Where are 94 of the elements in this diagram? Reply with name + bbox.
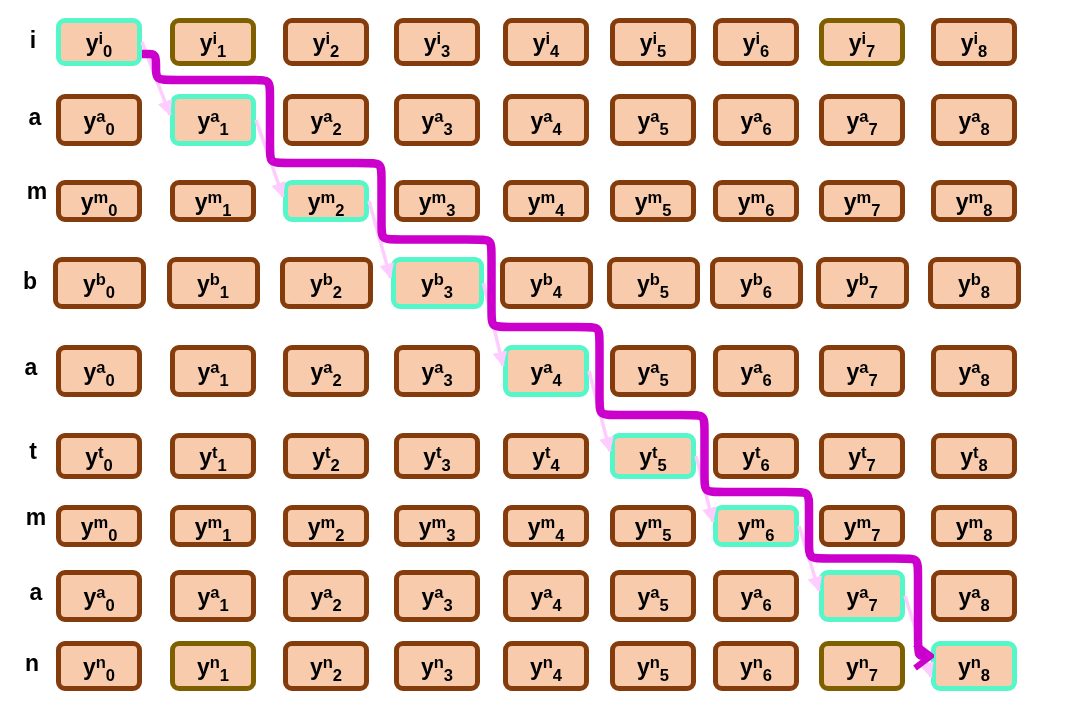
variable-box — [279, 257, 373, 309]
row-label: a — [24, 355, 38, 379]
variable-box — [56, 433, 142, 479]
variable-box — [713, 94, 799, 146]
arrow — [367, 200, 394, 279]
variable-box — [394, 570, 480, 622]
variable-box — [503, 570, 589, 622]
variable-box — [394, 505, 480, 547]
row-label: a — [29, 580, 43, 604]
variable-box — [931, 180, 1017, 222]
variable-box — [56, 18, 142, 66]
variable-box — [713, 433, 799, 479]
variable-box — [283, 505, 369, 547]
variable-box — [713, 345, 799, 397]
variable-box — [503, 180, 589, 222]
variable-box — [713, 641, 799, 691]
variable-box — [52, 257, 146, 309]
row-label: m — [25, 505, 47, 529]
variable-box — [170, 345, 256, 397]
variable-box — [283, 345, 369, 397]
variable-box — [283, 433, 369, 479]
variable-box — [709, 257, 803, 309]
row-label: m — [26, 179, 48, 203]
variable-box — [394, 94, 480, 146]
row-label: n — [24, 651, 40, 675]
variable-box — [503, 18, 589, 66]
variable-box — [610, 641, 696, 691]
variable-box — [170, 94, 256, 146]
variable-box — [610, 433, 696, 479]
variable-box — [927, 257, 1021, 309]
variable-box — [819, 18, 905, 66]
variable-box — [56, 94, 142, 146]
variable-box — [713, 570, 799, 622]
variable-box — [610, 505, 696, 547]
variable-box — [931, 345, 1017, 397]
variable-box — [166, 257, 260, 309]
variable-box — [394, 180, 480, 222]
variable-box — [931, 641, 1017, 691]
variable-box — [170, 180, 256, 222]
arrow — [797, 525, 822, 592]
variable-box — [170, 641, 256, 691]
row-label: b — [22, 269, 38, 293]
variable-box — [606, 257, 700, 309]
variable-box — [713, 505, 799, 547]
variable-box — [170, 18, 256, 66]
variable-box — [170, 433, 256, 479]
variable-box — [610, 180, 696, 222]
variable-box — [503, 433, 589, 479]
arrow — [254, 119, 286, 198]
variable-box — [56, 180, 142, 222]
variable-box — [503, 345, 589, 397]
variable-box — [170, 570, 256, 622]
variable-box — [610, 18, 696, 66]
variable-box — [819, 433, 905, 479]
variable-box — [56, 570, 142, 622]
variable-box — [390, 257, 484, 309]
row-label: a — [28, 105, 42, 129]
variable-box — [931, 505, 1017, 547]
variable-box — [815, 257, 909, 309]
variable-box — [283, 180, 369, 222]
variable-box — [610, 345, 696, 397]
variable-box — [819, 345, 905, 397]
variable-box — [283, 641, 369, 691]
variable-box — [819, 641, 905, 691]
variable-box — [931, 94, 1017, 146]
variable-box — [283, 18, 369, 66]
variable-box — [283, 570, 369, 622]
row-label: i — [29, 28, 37, 52]
variable-box — [283, 94, 369, 146]
variable-box — [56, 505, 142, 547]
variable-box — [819, 94, 905, 146]
variable-box — [170, 505, 256, 547]
variable-box — [394, 641, 480, 691]
variable-box — [819, 570, 905, 622]
variable-box — [394, 433, 480, 479]
variable-box — [819, 180, 905, 222]
variable-box — [610, 94, 696, 146]
variable-box — [713, 18, 799, 66]
variable-box — [503, 505, 589, 547]
variable-box — [503, 94, 589, 146]
variable-box — [394, 18, 480, 66]
variable-box — [931, 18, 1017, 66]
arrow — [140, 41, 172, 116]
variable-box — [931, 570, 1017, 622]
variable-box — [499, 257, 593, 309]
variable-box — [713, 180, 799, 222]
variable-box — [56, 345, 142, 397]
variable-box — [394, 345, 480, 397]
row-label: t — [29, 439, 37, 463]
variable-box — [610, 570, 696, 622]
variable-box — [56, 641, 142, 691]
variable-box — [931, 433, 1017, 479]
variable-box — [819, 505, 905, 547]
variable-box — [503, 641, 589, 691]
